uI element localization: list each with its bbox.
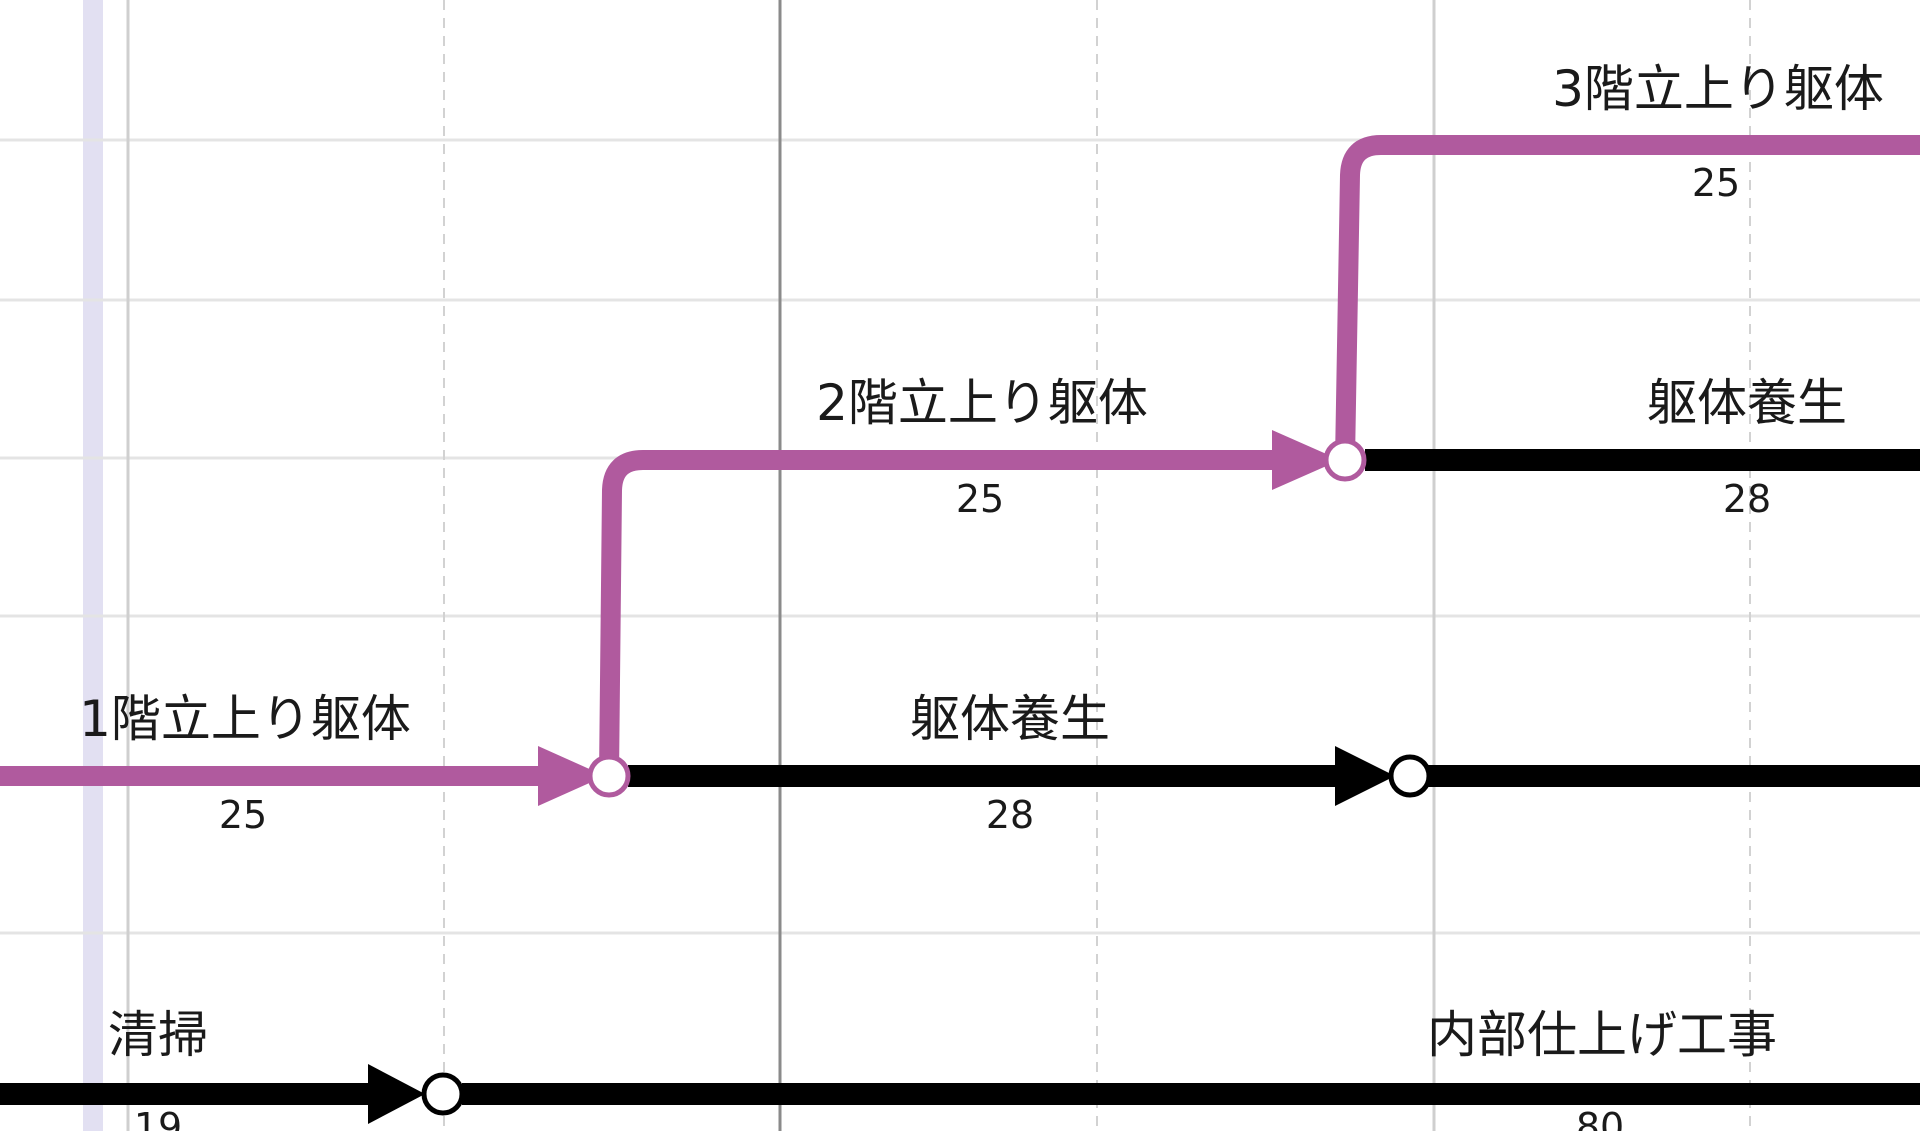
activity-name: 躯体養生 — [1647, 374, 1847, 432]
activity-duration: 19 — [134, 1105, 182, 1131]
activity-arrow-t1[interactable] — [0, 746, 605, 806]
today-band — [83, 0, 103, 1131]
activity-duration: 28 — [1723, 477, 1771, 521]
activity-name: 3階立上り躯体 — [1552, 60, 1884, 118]
activity-duration: 28 — [986, 793, 1034, 837]
activity-arrow-t6[interactable] — [0, 1064, 425, 1124]
event-node[interactable] — [587, 754, 631, 798]
activity-name: 内部仕上げ工事 — [1427, 1006, 1777, 1064]
activity-arrow-t3[interactable] — [1335, 135, 1920, 461]
event-node[interactable] — [1388, 754, 1432, 798]
activity-arrows — [0, 135, 1920, 1124]
activity-name: 2階立上り躯体 — [816, 374, 1148, 432]
activity-duration: 80 — [1576, 1105, 1624, 1131]
activity-arrow-t2[interactable] — [599, 430, 1340, 777]
activity-name: 1階立上り躯体 — [79, 690, 411, 748]
event-node[interactable] — [1323, 438, 1367, 482]
event-nodes — [421, 438, 1432, 1116]
activity-name: 清掃 — [108, 1006, 208, 1064]
activity-duration: 25 — [1692, 161, 1740, 205]
activity-arrow-t5[interactable] — [628, 746, 1920, 806]
activity-labels: 1階立上り躯体 25 2階立上り躯体 25 3階立上り躯体 25 躯体養生 28… — [79, 60, 1884, 1131]
activity-duration: 25 — [956, 477, 1004, 521]
activity-name: 躯体養生 — [910, 690, 1110, 748]
event-node[interactable] — [421, 1072, 465, 1116]
activity-duration: 25 — [219, 793, 267, 837]
